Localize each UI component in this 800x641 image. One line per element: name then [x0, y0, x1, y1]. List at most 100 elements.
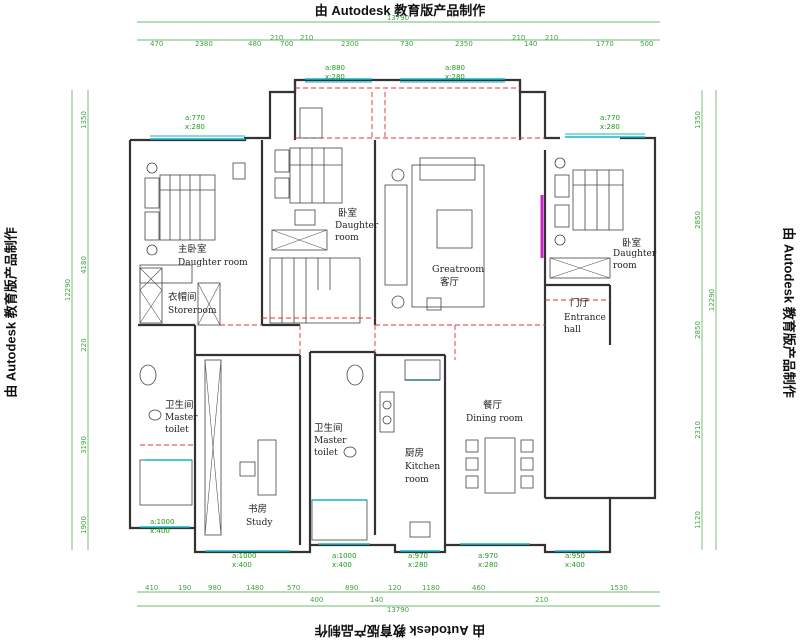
dim-bottom-seg: 190	[178, 584, 191, 592]
label-entrance-zh: 门厅	[570, 297, 590, 309]
label-storeroom-en: Storeroom	[168, 306, 217, 316]
label-kitchen-en1: Kitchen	[405, 462, 440, 472]
dim-top-seg: 1770	[596, 40, 614, 48]
dim-right-seg: 1350	[694, 111, 702, 129]
bottom-dimensions: 13790 410 190 980 1480 570 400 890 140 1…	[137, 584, 660, 614]
dim-left-seg: 1350	[80, 111, 88, 129]
window-tag: x:280	[185, 123, 205, 131]
dim-top-seg: 2300	[341, 40, 359, 48]
window-tag: a:770	[600, 114, 620, 122]
dim-top-seg: 210	[300, 34, 313, 42]
dim-bottom-seg: 980	[208, 584, 221, 592]
hidden-lines	[140, 87, 610, 446]
label-kitchen-en2: room	[405, 475, 429, 485]
dim-bottom-seg: 1180	[422, 584, 440, 592]
label-toilet-left-en2: toilet	[165, 425, 189, 435]
dim-bottom-seg: 210	[535, 596, 548, 604]
dim-right-total: 12290	[708, 289, 716, 311]
dim-left-total: 12290	[64, 279, 72, 301]
label-great-room-zh: 客厅	[440, 276, 460, 288]
dim-top-seg: 730	[400, 40, 413, 48]
window-tag: a:880	[445, 64, 465, 72]
label-toilet-left-en1: Master	[165, 413, 198, 423]
label-bedroom-top-en2: room	[335, 233, 359, 243]
label-entrance-en2: hall	[564, 325, 581, 335]
dim-bottom-seg: 1530	[610, 584, 628, 592]
window-tag: a:970	[408, 552, 428, 560]
dim-bottom-seg: 460	[472, 584, 485, 592]
window-tag: x:280	[600, 123, 620, 131]
dim-bottom-seg: 890	[345, 584, 358, 592]
dim-top-seg: 210	[270, 34, 283, 42]
dim-bottom-seg: 410	[145, 584, 158, 592]
label-toilet-mid-en2: toilet	[314, 448, 338, 458]
window-tag: x:280	[408, 561, 428, 569]
dim-top-seg: 500	[640, 40, 653, 48]
master-bed	[159, 174, 216, 241]
window-tag: a:1000	[332, 552, 356, 560]
left-dimensions: 12290 1350 4180 220 3190 1900	[64, 90, 89, 550]
window-tag: x:400	[332, 561, 352, 569]
label-bedroom-right-en1: Daughter	[613, 249, 657, 259]
watermark-top: 由 Autodesk 教育版产品制作	[314, 3, 486, 18]
dim-bottom-seg: 570	[287, 584, 300, 592]
top-bed	[289, 147, 343, 204]
label-great-room-en: Greatroom	[432, 264, 484, 275]
window-tag: x:400	[232, 561, 252, 569]
dim-left-seg: 1900	[80, 516, 88, 534]
window-tag: a:880	[325, 64, 345, 72]
label-dining-en: Dining room	[466, 414, 523, 424]
window-tag: x:400	[565, 561, 585, 569]
window-tag: a:950	[565, 552, 585, 560]
label-study-en: Study	[246, 518, 273, 528]
window-tag: a:1000	[150, 518, 174, 526]
dim-top-seg: 2350	[455, 40, 473, 48]
interior-walls	[138, 140, 612, 545]
dim-left-seg: 220	[80, 338, 88, 351]
room-labels: 主卧室 Daughter room 卧室 Daughter room Great…	[165, 207, 657, 528]
label-bedroom-right-en2: room	[613, 261, 637, 271]
coffee-table	[436, 209, 473, 249]
label-bedroom-right-zh: 卧室	[622, 237, 641, 249]
dim-top-seg: 210	[545, 34, 558, 42]
right-bed	[572, 169, 624, 231]
right-dimensions: 12290 1350 2850 2850 2310 1120	[694, 90, 717, 550]
dim-left-seg: 3190	[80, 436, 88, 454]
dim-bottom-seg: 1480	[246, 584, 264, 592]
top-dimensions: 13790 470 2380 480 210 700 210 2300 730 …	[137, 14, 660, 48]
dining-table	[484, 437, 516, 494]
window-tag: x:400	[150, 527, 170, 535]
dim-top-seg: 2380	[195, 40, 213, 48]
label-toilet-mid-zh: 卫生间	[314, 422, 343, 434]
dim-bottom-seg: 400	[310, 596, 323, 604]
window-tag: a:970	[478, 552, 498, 560]
window-tag: x:280	[478, 561, 498, 569]
dim-bottom-total: 13790	[387, 606, 409, 614]
dim-top-seg: 700	[280, 40, 293, 48]
label-entrance-en1: Entrance	[564, 313, 606, 323]
label-study-zh: 书房	[248, 503, 267, 515]
label-master-bedroom-en: Daughter room	[178, 258, 248, 268]
label-toilet-left-zh: 卫生间	[165, 399, 194, 411]
dim-bottom-seg: 120	[388, 584, 401, 592]
label-bedroom-top-zh: 卧室	[338, 207, 357, 219]
dim-top-seg: 470	[150, 40, 163, 48]
label-storeroom-zh: 衣帽间	[168, 291, 197, 303]
window-tag: x:280	[325, 73, 345, 81]
dim-top-seg: 480	[248, 40, 261, 48]
window-tags: a:770 x:280 a:880 x:280 a:880 x:280 a:77…	[150, 64, 620, 569]
window-tag: a:1000	[232, 552, 256, 560]
label-kitchen-zh: 厨房	[405, 447, 424, 459]
dim-right-seg: 1120	[694, 511, 702, 529]
dim-right-seg: 2310	[694, 421, 702, 439]
dim-left-seg: 4180	[80, 256, 88, 274]
window-tag: x:280	[445, 73, 465, 81]
dim-right-seg: 2850	[694, 211, 702, 229]
sofa	[384, 184, 408, 286]
label-toilet-mid-en1: Master	[314, 436, 347, 446]
dim-bottom-seg: 140	[370, 596, 383, 604]
furniture	[139, 107, 624, 538]
window-tag: a:770	[185, 114, 205, 122]
dim-right-seg: 2850	[694, 321, 702, 339]
